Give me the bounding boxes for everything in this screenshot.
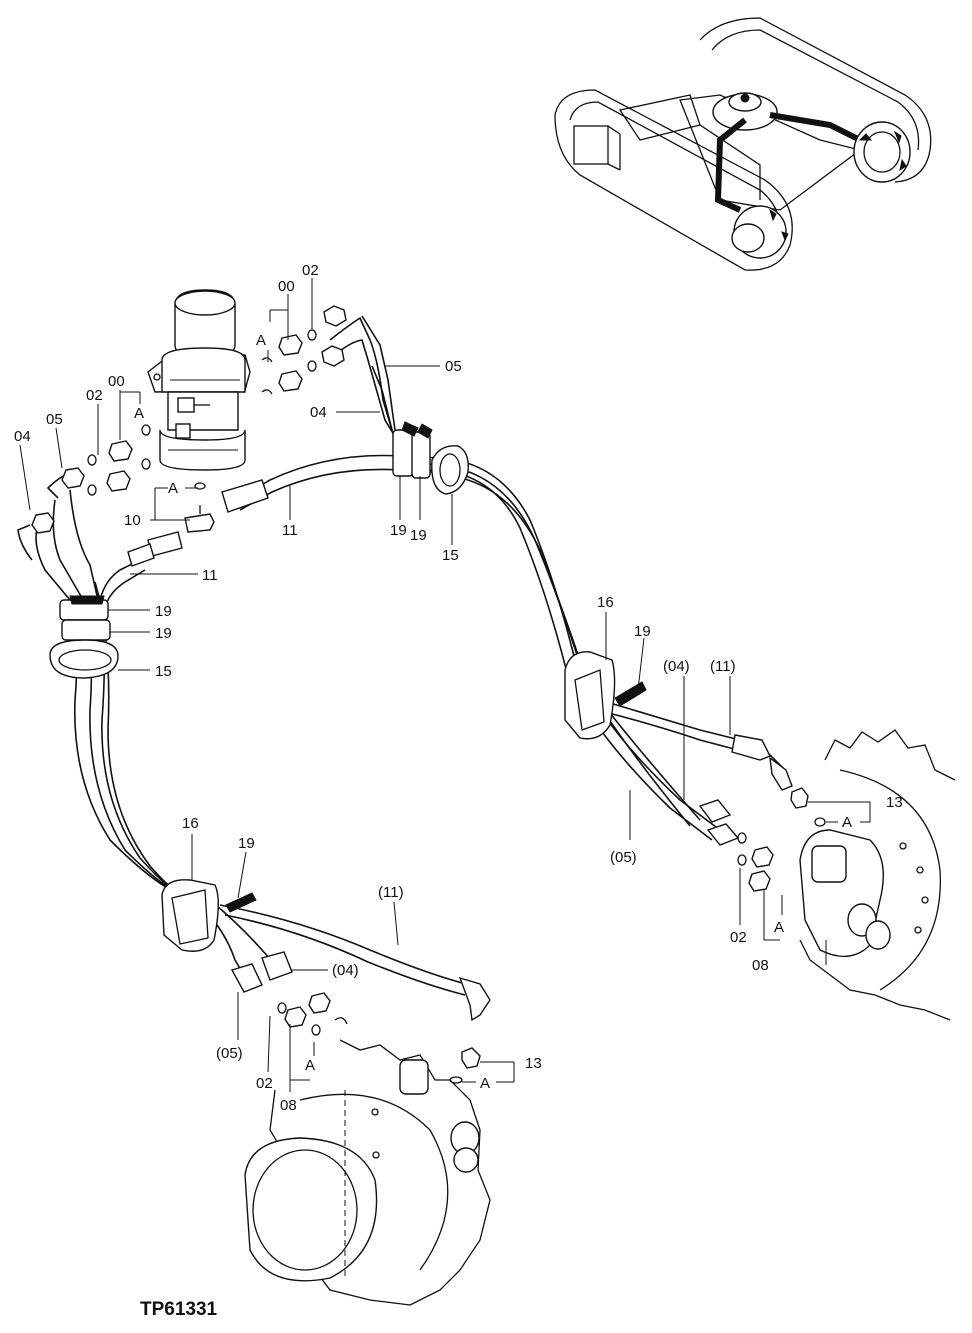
- callout-05-ref: (05): [216, 1045, 243, 1062]
- callout-16: 16: [597, 594, 614, 611]
- callout-a: A: [842, 814, 852, 831]
- callout-19: 19: [390, 522, 407, 539]
- callout-11: 11: [202, 567, 218, 584]
- right-travel-motor: [799, 729, 956, 1021]
- callout-08: 08: [280, 1097, 297, 1114]
- callout-19: 19: [634, 623, 651, 640]
- callout-a: A: [774, 919, 784, 936]
- callout-02: 02: [86, 387, 103, 404]
- callout-04: 04: [310, 404, 327, 421]
- callout-02: 02: [730, 929, 747, 946]
- callout-labels: 00 02 A 05 04 04 05 02 00 A A 10 11 11 1…: [14, 262, 903, 1114]
- callout-11: 11: [282, 522, 298, 539]
- callout-11-ref: (11): [378, 884, 404, 901]
- callout-05: 05: [445, 358, 462, 375]
- callout-a: A: [134, 405, 144, 422]
- callout-a: A: [168, 480, 178, 497]
- callout-05: 05: [46, 411, 63, 428]
- lower-travel-motor: [244, 1039, 491, 1306]
- fittings: [31, 305, 826, 1084]
- callout-a: A: [480, 1075, 490, 1092]
- callout-a: A: [305, 1057, 315, 1074]
- inset-track-frame: [554, 17, 932, 271]
- callout-10: 10: [124, 512, 141, 529]
- center-joint: [147, 289, 251, 471]
- callout-15: 15: [442, 547, 459, 564]
- callout-13: 13: [525, 1055, 542, 1072]
- callout-04-ref: (04): [332, 962, 359, 979]
- callout-04: 04: [14, 428, 31, 445]
- callout-19: 19: [155, 625, 172, 642]
- callout-02: 02: [256, 1075, 273, 1092]
- callout-00: 00: [278, 278, 295, 295]
- callout-02: 02: [302, 262, 319, 279]
- figure-id: TP61331: [140, 1299, 218, 1320]
- callout-a: A: [256, 332, 266, 349]
- callout-05-ref: (05): [610, 849, 637, 866]
- callout-19: 19: [238, 835, 255, 852]
- callout-15: 15: [155, 663, 172, 680]
- callout-00: 00: [108, 373, 125, 390]
- callout-04-ref: (04): [663, 658, 690, 675]
- leader-lines: [19, 278, 871, 1092]
- callout-16: 16: [182, 815, 199, 832]
- callout-19: 19: [155, 603, 172, 620]
- callout-11-ref: (11): [710, 658, 736, 675]
- callout-19: 19: [410, 527, 427, 544]
- callout-13: 13: [886, 794, 903, 811]
- callout-08: 08: [752, 957, 769, 974]
